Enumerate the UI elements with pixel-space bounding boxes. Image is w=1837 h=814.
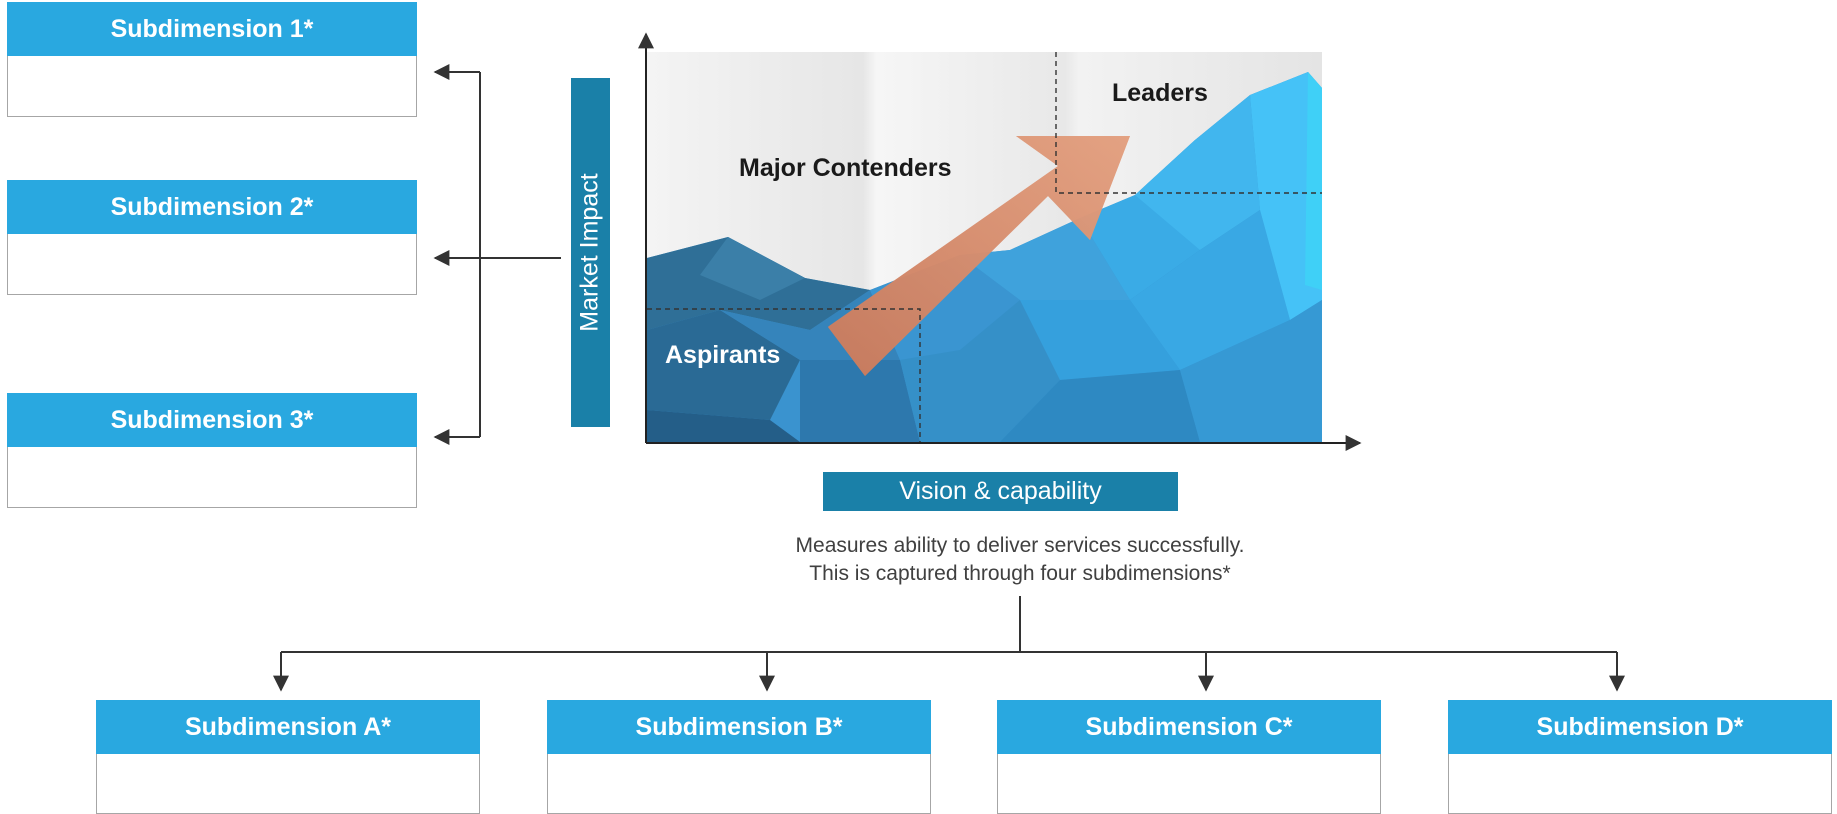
subdimension-a-box: Subdimension A* xyxy=(96,700,480,814)
subdimension-b-header: Subdimension B* xyxy=(547,700,931,754)
subdimension-2-header: Subdimension 2* xyxy=(7,180,417,234)
subdimension-1-body xyxy=(7,56,417,117)
subdimension-d-body xyxy=(1448,754,1832,814)
description-line-2: This is captured through four subdimensi… xyxy=(809,562,1231,585)
subdimension-3-body xyxy=(7,447,417,508)
subdimension-b-box: Subdimension B* xyxy=(547,700,931,814)
quadrant-dividers xyxy=(647,52,1322,442)
quadrant-label-leaders: Leaders xyxy=(1112,79,1208,107)
left-connector xyxy=(433,64,561,445)
description-line-1: Measures ability to deliver services suc… xyxy=(795,534,1245,557)
subdimension-1-box: Subdimension 1* xyxy=(7,2,417,117)
y-axis-label-text: Market Impact xyxy=(576,173,604,332)
quadrant-label-major-contenders: Major Contenders xyxy=(739,154,952,182)
subdimension-c-box: Subdimension C* xyxy=(997,700,1381,814)
bottom-connector xyxy=(273,596,1625,692)
y-axis-label: Market Impact xyxy=(571,78,610,427)
subdimension-3-box: Subdimension 3* xyxy=(7,393,417,508)
subdimension-d-box: Subdimension D* xyxy=(1448,700,1832,814)
subdimension-d-header: Subdimension D* xyxy=(1448,700,1832,754)
x-axis-label: Vision & capability xyxy=(823,472,1178,511)
subdimension-a-header: Subdimension A* xyxy=(96,700,480,754)
quadrant-label-aspirants: Aspirants xyxy=(665,341,780,369)
subdimension-c-body xyxy=(997,754,1381,814)
subdimension-a-body xyxy=(96,754,480,814)
subdimension-c-header: Subdimension C* xyxy=(997,700,1381,754)
subdimension-b-body xyxy=(547,754,931,814)
subdimension-2-body xyxy=(7,234,417,295)
subdimension-2-box: Subdimension 2* xyxy=(7,180,417,295)
subdimension-1-header: Subdimension 1* xyxy=(7,2,417,56)
subdimension-3-header: Subdimension 3* xyxy=(7,393,417,447)
